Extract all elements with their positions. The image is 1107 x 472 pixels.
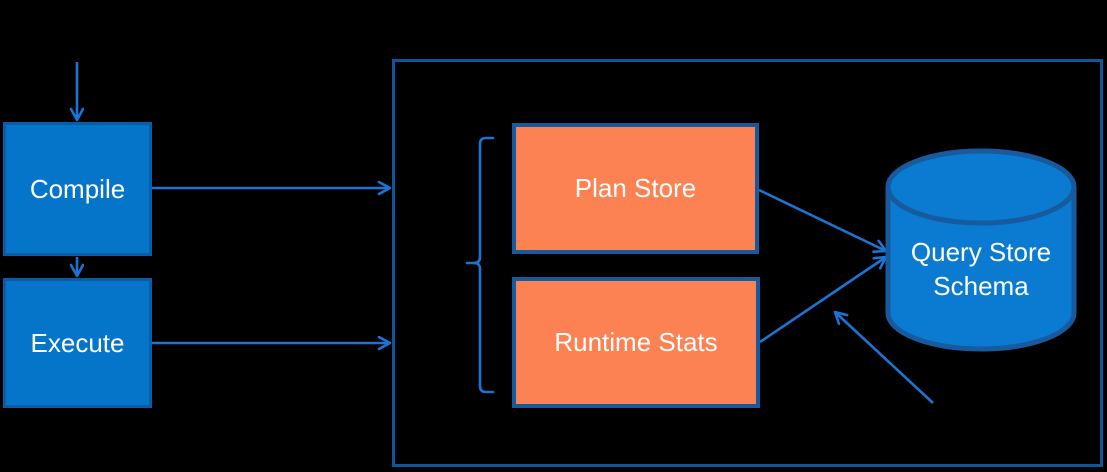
arrow-plan-store-to-schema: [758, 188, 886, 251]
compile-label: Compile: [29, 173, 126, 204]
runtime-stats-label: Runtime Stats: [554, 327, 718, 357]
execute-label: Execute: [30, 327, 125, 358]
database-cylinder-body: [885, 187, 1077, 352]
arrow-runtime-stats-to-schema: [759, 257, 886, 344]
plan-store-label: Plan Store: [574, 173, 697, 203]
query-store-container-box: [392, 59, 1103, 467]
execute-node: Execute: [3, 278, 152, 408]
query-store-schema-label: Query Store Schema: [910, 237, 1052, 301]
compile-node: Compile: [3, 122, 152, 256]
database-cylinder-top: [885, 148, 1077, 226]
plan-store-node: Plan Store: [512, 123, 759, 254]
grouping-brace-top: [465, 136, 495, 265]
grouping-brace-bottom: [472, 261, 495, 394]
arrow-external-to-schema: [835, 312, 934, 404]
runtime-stats-node: Runtime Stats: [512, 277, 760, 408]
